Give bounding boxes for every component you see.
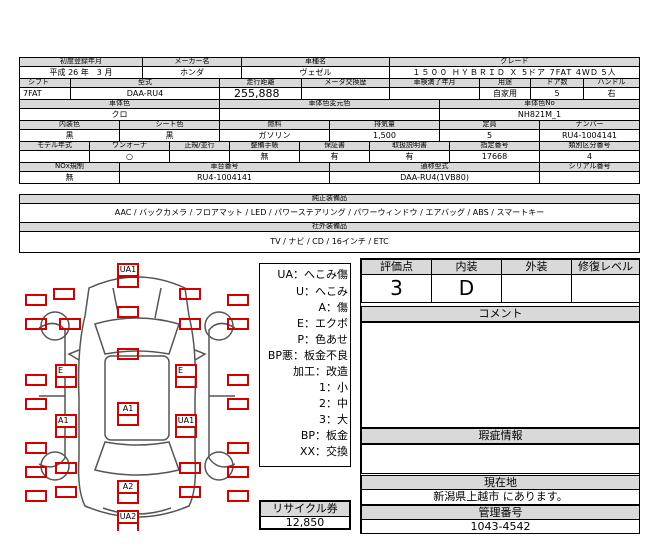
repair-level-value	[571, 274, 640, 303]
mark-box[interactable]	[55, 486, 77, 498]
mark-box[interactable]	[25, 490, 47, 502]
legend-item: E：エクボ	[297, 317, 348, 330]
interior-grade-label: 内装	[431, 259, 502, 275]
management-number-label: 管理番号	[361, 505, 640, 520]
mark-box[interactable]	[227, 466, 249, 478]
mark-front-bumper[interactable]: UA1	[117, 263, 139, 277]
mark-box[interactable]	[59, 318, 81, 330]
legend-item: A：傷	[318, 301, 348, 314]
damage-diagram: UA1 E E A1 A1 UA1 A2 UA2	[19, 258, 255, 533]
mark-box[interactable]	[227, 294, 249, 306]
legend-item: 1：小	[319, 381, 348, 394]
mark-box[interactable]	[227, 442, 249, 454]
mark-box[interactable]	[227, 318, 249, 330]
mark-box[interactable]	[25, 466, 47, 478]
mark-box[interactable]	[227, 398, 249, 410]
location-value: 新潟県上越市 にあります。	[361, 489, 640, 505]
mark-box[interactable]	[55, 462, 77, 474]
mark-box[interactable]	[179, 486, 201, 498]
serial-number-value	[539, 171, 640, 184]
legend-item: 2：中	[319, 397, 348, 410]
legend-item: BP悪：板金不良	[267, 349, 348, 362]
vehicle-info-table: 初度登録年月 メーカー名 車種名 グレード 平成 26 年 3 月 ホンダ ヴェ…	[19, 57, 640, 253]
comment-label: コメント	[361, 306, 640, 322]
genuine-equipment-value: AAC / バックカメラ / フロアマット / LED / パワーステアリング …	[19, 203, 640, 223]
mark-box[interactable]	[25, 318, 47, 330]
mark-box[interactable]	[117, 276, 139, 288]
legend-item: UA：へこみ傷	[277, 268, 348, 281]
score-label: 評価点	[361, 259, 432, 275]
mark-box[interactable]	[25, 294, 47, 306]
flaw-info-label: 瑕疵情報	[361, 428, 640, 444]
comment-value	[361, 322, 640, 428]
recycle-label: リサイクル券	[261, 502, 349, 517]
legend-item: XX：交換	[299, 445, 348, 458]
legend-item: 加工：改造	[293, 365, 348, 378]
mark-box[interactable]	[55, 376, 77, 388]
recycle-box: リサイクル券 12,850	[259, 500, 351, 530]
mark-box[interactable]	[53, 288, 75, 300]
mark-box[interactable]	[117, 492, 139, 504]
legend-item: P：色あせ	[297, 333, 348, 346]
mark-box[interactable]	[117, 522, 139, 531]
mark-box[interactable]	[25, 442, 47, 454]
mark-box[interactable]	[227, 374, 249, 386]
damage-legend: UA：へこみ傷 U：へこみ A：傷 E：エクボ P：色あせ BP悪：板金不良 加…	[259, 263, 351, 467]
mark-box[interactable]	[175, 376, 197, 388]
mark-box[interactable]	[227, 490, 249, 502]
mark-box[interactable]	[117, 306, 139, 318]
recycle-value: 12,850	[285, 516, 325, 529]
mark-box[interactable]	[25, 398, 47, 410]
legend-item: 3：大	[319, 413, 348, 426]
mark-box[interactable]	[175, 426, 197, 438]
common-type-value: DAA-RU4(1VB80)	[329, 171, 540, 184]
score-value: 3	[361, 274, 432, 303]
aftermarket-equipment-value: TV / ナビ / CD / 16インチ / ETC	[19, 231, 640, 253]
interior-grade-value: D	[431, 274, 502, 303]
mark-box[interactable]	[179, 462, 201, 474]
evaluation-panel: 評価点 内装 外装 修復レベル 3 D コメント 瑕疵情報 現在地 新潟県上越市…	[360, 258, 640, 534]
mark-box[interactable]	[179, 288, 201, 300]
mark-box[interactable]	[179, 318, 201, 330]
repair-level-label: 修復レベル	[571, 259, 640, 275]
management-number-value: 1043-4542	[361, 519, 640, 534]
exterior-grade-value	[501, 274, 572, 303]
mark-box[interactable]	[117, 414, 139, 426]
mark-box[interactable]	[55, 426, 77, 438]
mark-box[interactable]	[25, 374, 47, 386]
location-label: 現在地	[361, 475, 640, 490]
nox-value: 無	[19, 171, 120, 184]
legend-item: U：へこみ	[295, 285, 348, 298]
exterior-grade-label: 外装	[501, 259, 572, 275]
mark-rear-gate[interactable]: A2	[117, 480, 139, 494]
flaw-info-value	[361, 444, 640, 474]
legend-item: BP：板金	[300, 429, 348, 442]
mark-box[interactable]	[117, 348, 139, 360]
chassis-number-value: RU4-1004141	[119, 171, 330, 184]
